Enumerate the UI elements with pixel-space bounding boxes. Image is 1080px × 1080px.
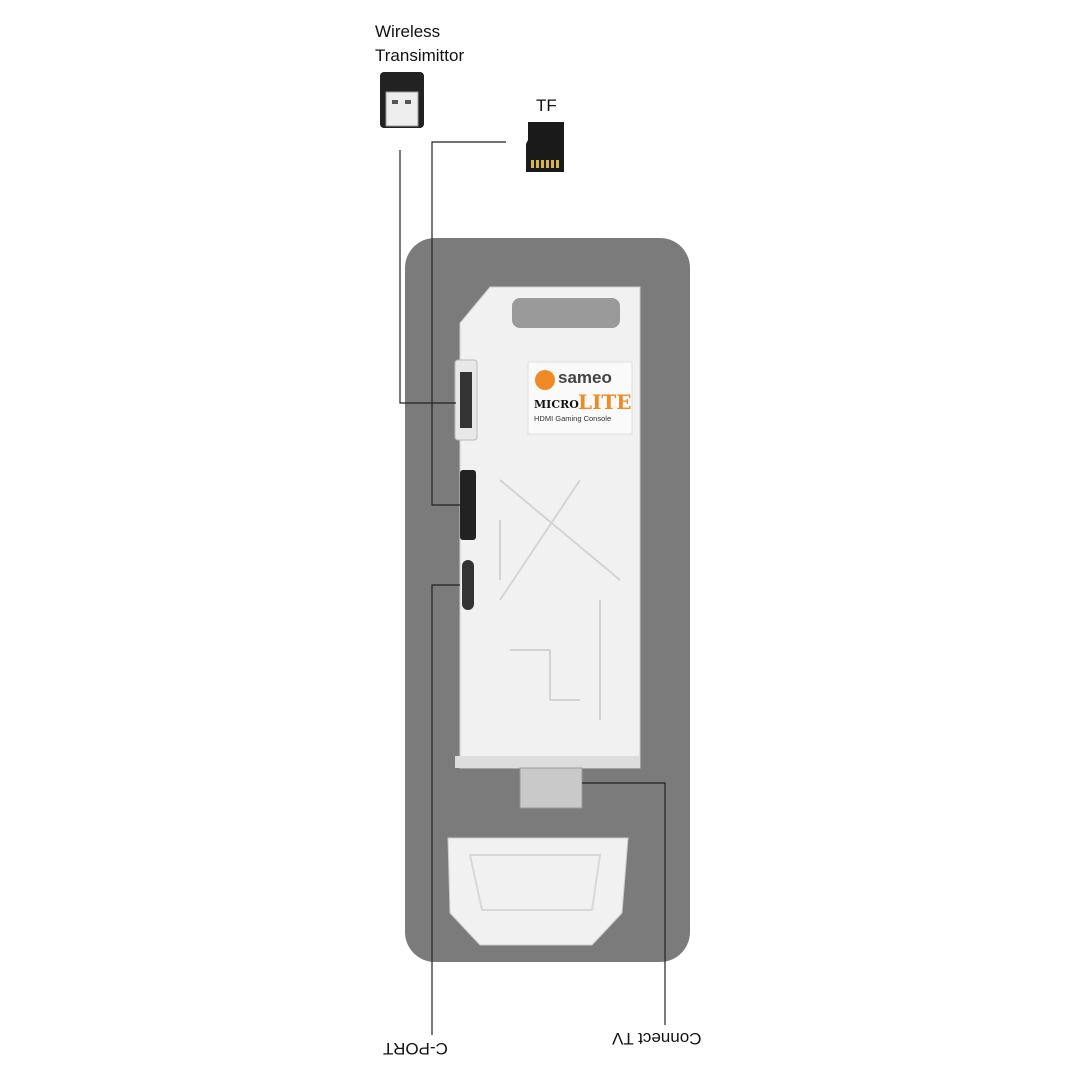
model-lite: LITE [578, 390, 632, 414]
sameo-logo-icon [535, 370, 555, 390]
product-subtitle: HDMI Gaming Console [534, 414, 612, 423]
tf-card-icon [526, 122, 564, 172]
brand-logo: sameo [558, 368, 612, 387]
leader-lines [399, 141, 666, 1035]
c-port-label: C-PORT [383, 1039, 448, 1058]
console-device [447, 286, 641, 946]
tf-label: TF [536, 96, 557, 115]
model-micro: MICRO [534, 398, 579, 411]
usb-dongle-icon [380, 72, 424, 128]
connect-tv-label: Connect TV [612, 1029, 702, 1048]
wireless-transmitter-label: Wireless Transimittor [375, 22, 465, 65]
